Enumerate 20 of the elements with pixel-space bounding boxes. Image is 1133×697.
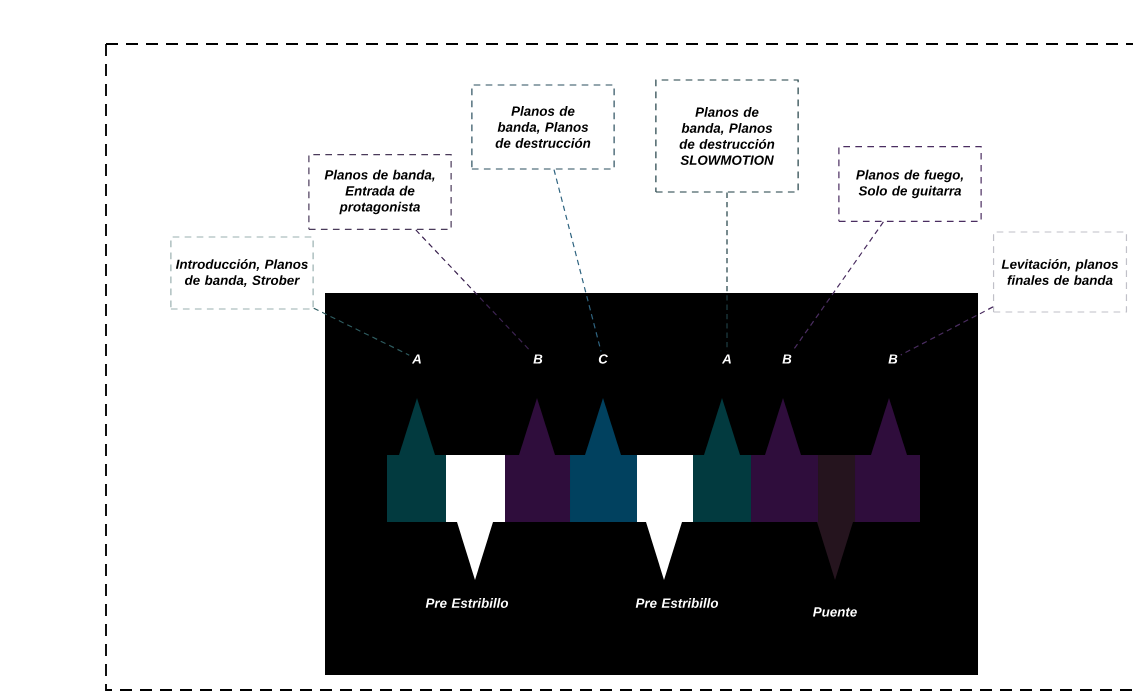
segment-letter: B bbox=[533, 354, 543, 364]
callout-box: Planos de banda, Entrada de protagonista bbox=[308, 154, 452, 230]
leader-line bbox=[726, 192, 728, 353]
callout-box: Planos de banda, Planos de destrucción SLOWMOTION bbox=[655, 79, 799, 193]
section-label: Pre Estribillo bbox=[635, 598, 719, 608]
segment-letter: A bbox=[411, 354, 421, 364]
callout-box: Levitación, planos finales de banda bbox=[992, 231, 1128, 313]
callout-box: Planos de fuego, Solo de guitarra bbox=[838, 146, 982, 222]
section-label: Puente bbox=[813, 607, 857, 617]
segment-letter: B bbox=[888, 354, 898, 364]
callout-box: Introducción, Planos de banda, Strober bbox=[170, 236, 314, 310]
segment-letter: C bbox=[598, 354, 608, 364]
leader-line bbox=[900, 306, 994, 356]
segment-letter: A bbox=[721, 354, 731, 364]
leader-line bbox=[313, 307, 410, 356]
leader-line bbox=[553, 169, 602, 352]
segment-letter: B bbox=[782, 354, 792, 364]
section-label: Pre Estribillo bbox=[425, 598, 509, 608]
leader-line bbox=[415, 229, 532, 353]
callout-box: Planos de banda, Planos de destrucción bbox=[471, 84, 615, 170]
